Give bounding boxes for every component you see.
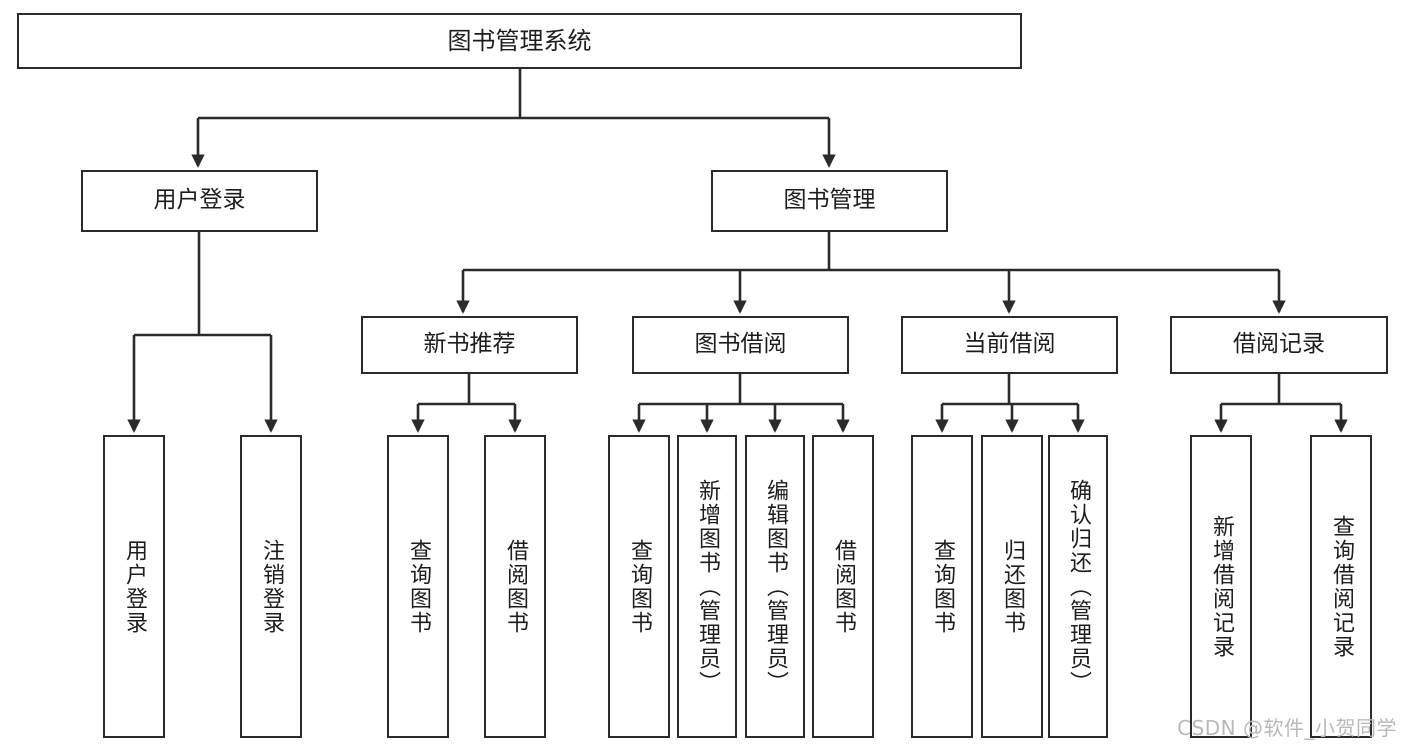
node-label: 借阅图书 — [831, 538, 856, 635]
leaf-edit-book-admin[interactable]: 编辑图书（管理员） — [745, 435, 805, 738]
node-label: 用户登录 — [122, 538, 147, 635]
node-label: 图书管理 — [783, 187, 876, 214]
leaf-query-books-current[interactable]: 查询图书 — [911, 435, 973, 738]
node-label: 查询借阅记录 — [1329, 514, 1354, 659]
leaf-query-books-borrow[interactable]: 查询图书 — [608, 435, 670, 738]
leaf-add-borrow-record[interactable]: 新增借阅记录 — [1190, 435, 1252, 738]
leaf-return-books[interactable]: 归还图书 — [981, 435, 1043, 738]
leaf-query-borrow-record[interactable]: 查询借阅记录 — [1310, 435, 1372, 738]
leaf-logout[interactable]: 注销登录 — [240, 435, 302, 738]
node-label: 当前借阅 — [963, 331, 1056, 358]
node-new-book-recommend[interactable]: 新书推荐 — [361, 316, 578, 374]
node-borrow-records[interactable]: 借阅记录 — [1170, 316, 1388, 374]
leaf-user-login[interactable]: 用户登录 — [103, 435, 165, 738]
node-label: 图书借阅 — [694, 331, 787, 358]
leaf-confirm-return-admin[interactable]: 确认归还（管理员） — [1048, 435, 1108, 738]
node-label: 用户登录 — [153, 187, 246, 214]
node-label: 新增图书（管理员） — [695, 478, 720, 695]
leaf-add-book-admin[interactable]: 新增图书（管理员） — [677, 435, 737, 738]
node-label: 新增借阅记录 — [1209, 514, 1234, 659]
node-label: 图书管理系统 — [447, 26, 592, 55]
node-label: 归还图书 — [1000, 538, 1025, 635]
node-user-login[interactable]: 用户登录 — [81, 170, 318, 232]
node-label: 查询图书 — [627, 538, 652, 635]
node-current-borrow[interactable]: 当前借阅 — [901, 316, 1118, 374]
node-label: 注销登录 — [259, 538, 284, 635]
node-label: 编辑图书（管理员） — [763, 478, 788, 695]
node-book-borrow[interactable]: 图书借阅 — [632, 316, 849, 374]
node-root[interactable]: 图书管理系统 — [17, 13, 1022, 69]
leaf-borrow-books-recommend[interactable]: 借阅图书 — [484, 435, 546, 738]
node-label: 查询图书 — [406, 538, 431, 635]
leaf-borrow-books[interactable]: 借阅图书 — [812, 435, 874, 738]
node-book-management[interactable]: 图书管理 — [711, 170, 948, 232]
node-label: 新书推荐 — [423, 331, 516, 358]
node-label: 查询图书 — [930, 538, 955, 635]
leaf-query-books-recommend[interactable]: 查询图书 — [387, 435, 449, 738]
watermark: CSDN @软件_小贺同学 — [1177, 716, 1397, 740]
node-label: 借阅记录 — [1233, 331, 1325, 358]
node-label: 借阅图书 — [503, 538, 528, 635]
node-label: 确认归还（管理员） — [1066, 478, 1091, 695]
